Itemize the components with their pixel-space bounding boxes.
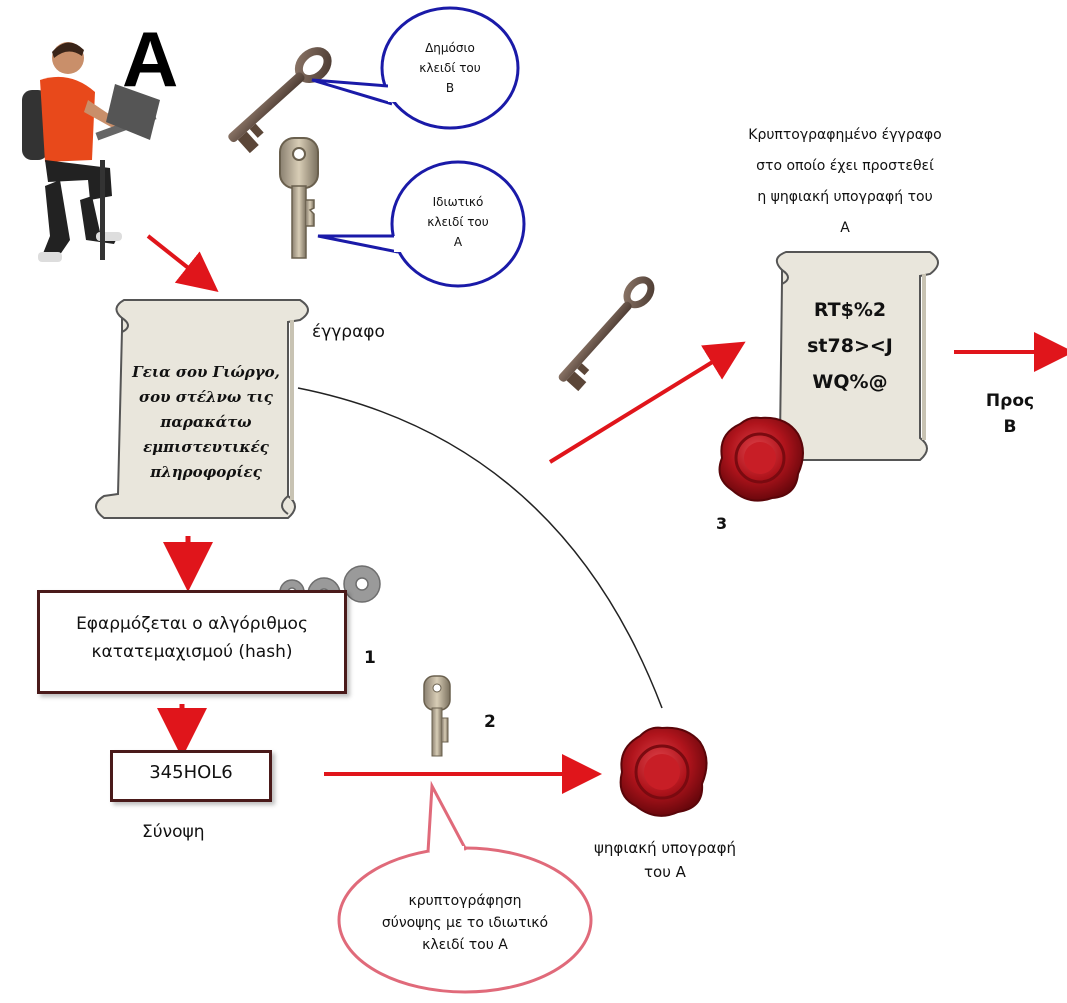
hash-box-text: Εφαρμόζεται ο αλγόριθμος κατατεμαχισμού … xyxy=(76,614,308,662)
digest-value: 345HOL6 xyxy=(149,762,233,783)
document-text: Γεια σου Γιώργο, σου στέλνω τις παρακάτω… xyxy=(132,363,280,481)
private-key-a-icon xyxy=(279,137,319,259)
public-key-bubble xyxy=(311,6,520,130)
document-label: έγγραφο xyxy=(312,322,385,342)
person-laptop-illustration xyxy=(22,42,160,262)
private-key-bubble-text: Ιδιωτικό κλειδί του Α xyxy=(427,195,489,249)
step-2-label: 2 xyxy=(484,712,496,732)
encrypt-digest-bubble xyxy=(337,780,593,994)
encrypted-document-cipher: RT$%2 st78><J WQ%@ xyxy=(807,299,893,393)
sender-label: A xyxy=(122,15,179,103)
arrow-to-encrypted-document xyxy=(548,341,746,464)
public-key-bubble-text: Δημόσιο κλειδί του Β xyxy=(419,41,481,95)
digital-signature-seal xyxy=(619,726,708,817)
encrypt-digest-bubble-text: κρυπτογράφηση σύνοψης με το ιδιωτικό κλε… xyxy=(381,893,549,953)
encrypted-document-caption: Κρυπτογραφημένο έγγραφο στο οποίο έχει π… xyxy=(748,127,942,236)
public-key-b-icon xyxy=(228,47,332,154)
encrypted-doc-seal xyxy=(718,416,804,502)
hash-box xyxy=(37,590,347,694)
to-b-label: Προς Β xyxy=(985,391,1035,437)
digest-label: Σύνοψη xyxy=(142,822,205,842)
step-1-label: 1 xyxy=(364,648,376,668)
arrow-person-to-document xyxy=(146,234,219,292)
link-curve xyxy=(297,387,663,709)
document-scroll xyxy=(95,299,309,519)
private-key-small-icon xyxy=(423,675,451,757)
private-key-bubble xyxy=(317,160,526,288)
signature-label: ψηφιακή υπογραφή του Α xyxy=(594,839,736,881)
step-3-label: 3 xyxy=(716,514,728,533)
digest-box xyxy=(110,750,272,802)
public-key-b-small-icon xyxy=(558,276,655,392)
